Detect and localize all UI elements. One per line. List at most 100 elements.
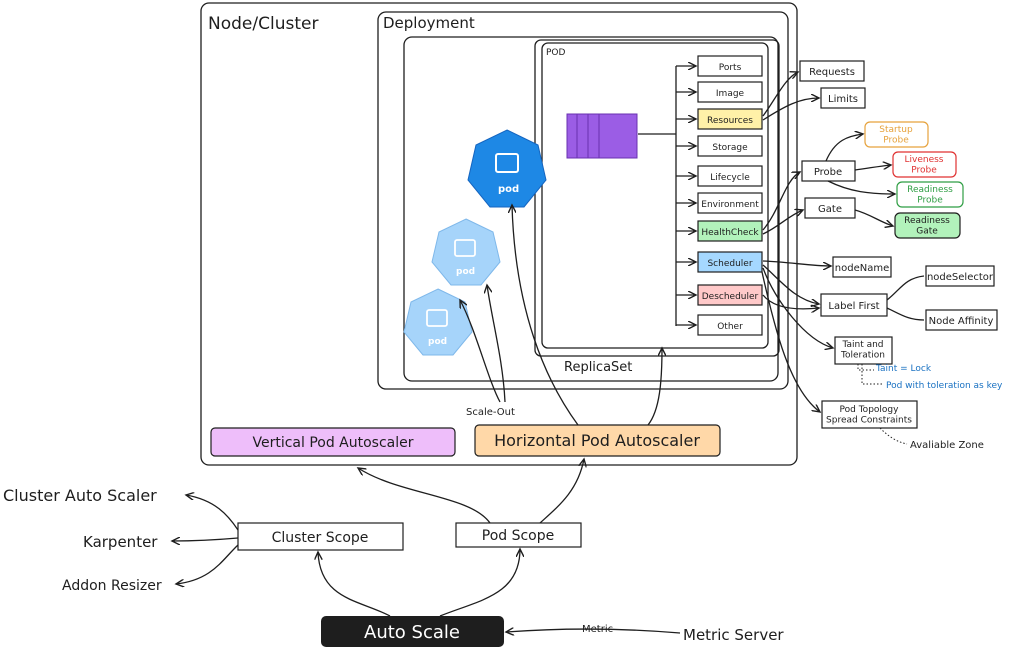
image-field-label: Image [716, 89, 745, 99]
replicaset-label: ReplicaSet [564, 360, 632, 375]
pod-cube-icon [495, 153, 519, 173]
cluster-scope-to-cas-arrow [186, 495, 239, 531]
other-field-label: Other [717, 322, 743, 332]
environment-field-box [697, 192, 763, 214]
nodename-box: nodeName [832, 256, 892, 278]
container-image-icon [566, 113, 638, 159]
node-affinity-label: Node Affinity [929, 316, 994, 327]
probe-label: Probe [814, 167, 842, 178]
probe-to-liveness-arrow [854, 165, 891, 171]
lifecycle-field-box [697, 165, 763, 187]
auto-scale-to-pod-scope-arrow [439, 549, 520, 617]
label-first-label: Label First [828, 301, 879, 312]
healthcheck-field-box [697, 220, 763, 242]
resources-to-requests-arrow [762, 72, 798, 117]
ports-field-label: Ports [719, 63, 742, 73]
gate-label: Gate [818, 204, 842, 215]
taint-lock-dotted-line [857, 364, 874, 371]
pod-field-connectors [638, 66, 677, 326]
pod-scope-to-vpa-arrow [358, 468, 491, 524]
pod-cube-icon [454, 239, 476, 257]
resources-to-limits-arrow [762, 98, 819, 121]
pod-cube-icon [426, 309, 448, 327]
storage-field-label: Storage [712, 143, 748, 153]
image-field-box [697, 81, 763, 103]
hpa-to-replicaset-arrow [647, 348, 662, 426]
zone-dotted-line [879, 427, 908, 445]
other-field-box [697, 314, 763, 336]
label-first-to-affinity-line [886, 307, 925, 321]
healthcheck-to-gate-arrow [762, 210, 803, 235]
metric-server-label: Metric Server [683, 626, 784, 644]
pod-container: POD [541, 42, 769, 349]
pod-scope-box: Pod Scope [455, 522, 582, 548]
replicaset-container: ReplicaSet [403, 36, 780, 382]
available-zone-note: Avaliable Zone [910, 440, 984, 451]
scheduler-field-box [697, 251, 763, 273]
pod-scope-label: Pod Scope [482, 528, 555, 544]
hpa-box: Horizontal Pod Autoscaler [474, 424, 721, 457]
vpa-box: Vertical Pod Autoscaler [210, 427, 456, 457]
limits-label: Limits [828, 94, 858, 105]
resources-field-box [697, 108, 763, 130]
probe-to-startup-arrow [825, 134, 863, 162]
pod-label: pod [498, 184, 519, 195]
label-first-to-nodeselector-line [886, 275, 925, 301]
scale-out-label: Scale-Out [466, 407, 515, 418]
lifecycle-field-label: Lifecycle [710, 173, 750, 183]
pod-light-1: pod [431, 218, 501, 286]
gate-to-readiness-gate-arrow [854, 209, 893, 226]
taint-lock-note: Taint = Lock [875, 364, 932, 374]
scheduler-field-label: Scheduler [707, 259, 752, 269]
nodename-label: nodeName [835, 263, 889, 274]
descheduler-field-label: Descheduler [702, 292, 759, 302]
scheduler-to-label-first-arrow [762, 264, 819, 304]
karpenter-label: Karpenter [83, 533, 158, 551]
probe-to-readiness-arrow [827, 180, 895, 194]
hpa-to-pod-arrow [512, 205, 579, 426]
descheduler-to-label-first-arrow [762, 294, 819, 309]
scale-out-to-pod-2-arrow [460, 300, 501, 403]
pod-label: pod [428, 337, 447, 347]
cluster-auto-scaler-label: Cluster Auto Scaler [3, 486, 157, 505]
nodeselector-box: nodeSelector [925, 265, 995, 287]
cluster-scope-to-karpenter-arrow [172, 538, 239, 541]
healthcheck-field-label: HealthCheck [701, 228, 759, 238]
pod-scope-to-hpa-arrow [539, 459, 584, 524]
scale-out-to-pod-1-arrow [487, 285, 506, 403]
pod-fields: PortsImageResourcesStorageLifecycleEnvir… [676, 55, 763, 336]
addon-resizer-label: Addon Resizer [62, 578, 162, 594]
deployment-container: Deployment [377, 11, 789, 390]
ports-field-box [697, 55, 763, 77]
label-first-box: Label First [820, 293, 888, 317]
node-cluster-container: Node/Cluster [200, 2, 798, 466]
environment-field-label: Environment [701, 200, 759, 210]
node-affinity-box: Node Affinity [925, 309, 998, 331]
storage-field-box [697, 135, 763, 157]
vpa-label: Vertical Pod Autoscaler [252, 435, 413, 451]
pod-with-toleration-note: Pod with toleration as key [886, 381, 1003, 391]
healthcheck-to-probe-arrow [762, 172, 800, 231]
requests-box: Requests [799, 60, 865, 82]
cluster-scope-to-addon-arrow [176, 544, 239, 584]
pod-dark: pod [467, 129, 547, 208]
deployment-label: Deployment [383, 14, 475, 32]
cluster-scope-box: Cluster Scope [237, 522, 404, 551]
auto-scale-box: Auto Scale [321, 616, 504, 647]
pod-light-2: pod [403, 288, 473, 356]
scheduler-to-nodename-arrow [762, 260, 831, 266]
cluster-scope-label: Cluster Scope [272, 530, 369, 546]
nodeselector-label: nodeSelector [927, 272, 994, 283]
resources-field-label: Resources [707, 116, 753, 126]
metric-server-to-auto-scale-arrow [506, 629, 681, 633]
scheduler-to-topology-arrow [761, 271, 820, 412]
